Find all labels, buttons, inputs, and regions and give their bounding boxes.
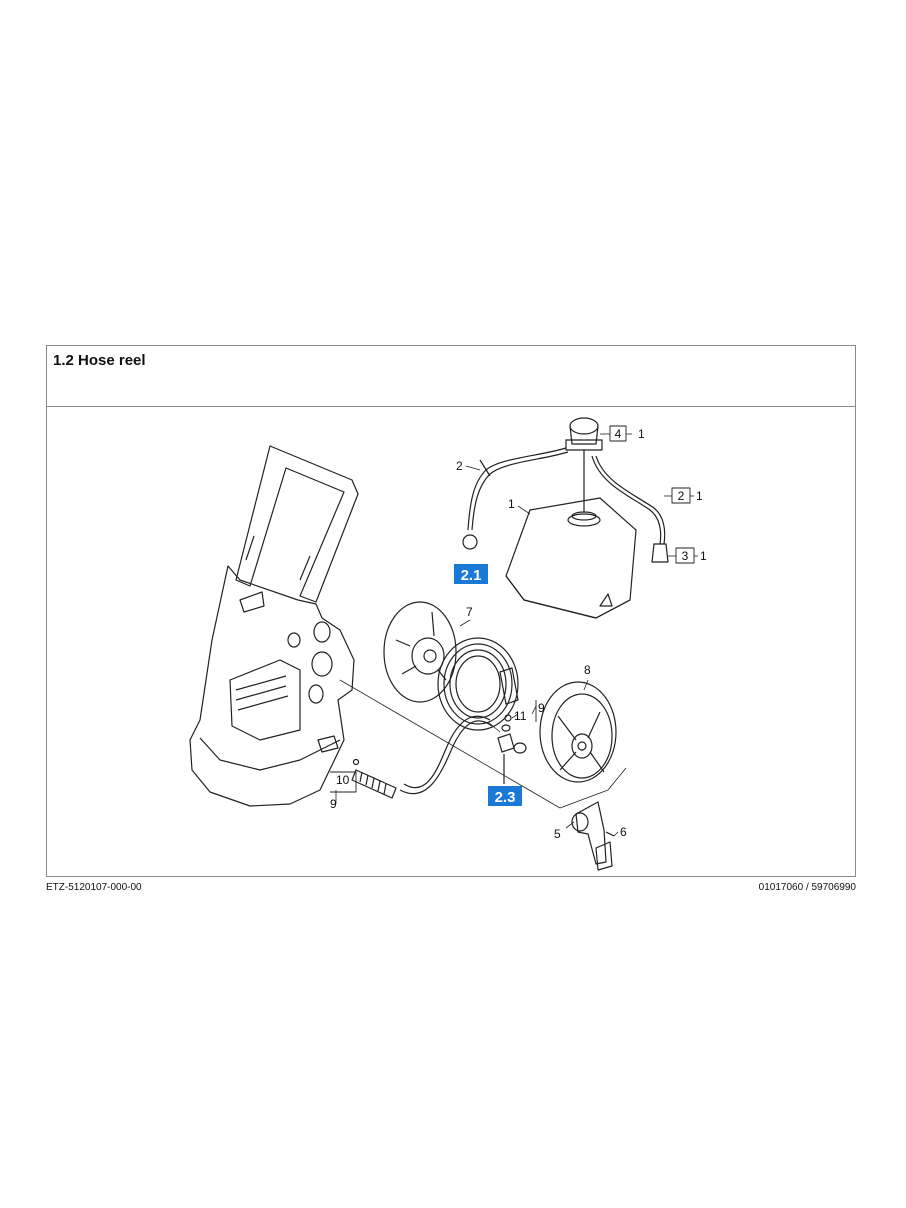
callout-screw: 6 bbox=[620, 825, 627, 839]
crank-handle bbox=[571, 801, 615, 871]
hose-drum-right bbox=[539, 681, 617, 783]
detergent-tank bbox=[505, 497, 637, 619]
callout-drum-right: 8 bbox=[584, 663, 591, 677]
callout-tank-cap-box: 4 bbox=[615, 427, 622, 441]
fittings bbox=[497, 714, 527, 784]
svg-text:2.1: 2.1 bbox=[461, 567, 482, 584]
washer-body bbox=[189, 445, 359, 807]
callout-tank-cap-qty: 1 bbox=[638, 427, 645, 441]
suction-hose-left bbox=[462, 447, 569, 550]
callout-hose-left: 2 bbox=[456, 459, 463, 473]
callout-oring: 11 bbox=[514, 709, 527, 723]
callout-nozzle-a: 10 bbox=[336, 773, 350, 787]
high-pressure-hose-assembly bbox=[351, 715, 493, 799]
assembly-lines bbox=[339, 679, 627, 809]
section-title: 1.2 Hose reel bbox=[53, 352, 146, 369]
callout-hose-right-box: 2 bbox=[678, 489, 685, 503]
callout-tank: 1 bbox=[508, 497, 515, 511]
diagram-frame: 1.2 Hose reel bbox=[46, 345, 856, 877]
callout-filter-box: 3 bbox=[682, 549, 689, 563]
part-numbers: 01017060 / 59706990 bbox=[758, 882, 856, 893]
callout-drum-left: 7 bbox=[466, 605, 473, 619]
reference-badge-2-1[interactable]: 2.1 bbox=[454, 564, 488, 584]
callout-crank: 5 bbox=[554, 827, 561, 841]
hose-drum-left bbox=[383, 601, 519, 731]
document-id: ETZ-5120107-000-00 bbox=[46, 882, 142, 893]
svg-text:2.3: 2.3 bbox=[495, 789, 516, 806]
callout-boxes bbox=[330, 425, 695, 793]
callout-leaders bbox=[335, 433, 698, 837]
callout-oring-b: 9 bbox=[538, 701, 545, 715]
callout-filter-qty: 1 bbox=[700, 549, 707, 563]
suction-hose-right bbox=[591, 455, 669, 563]
callout-nozzle-b: 9 bbox=[330, 797, 337, 811]
tank-cap bbox=[565, 417, 603, 512]
reference-badge-2-3[interactable]: 2.3 bbox=[488, 786, 522, 806]
callout-hose-right-qty: 1 bbox=[696, 489, 703, 503]
title-row: 1.2 Hose reel bbox=[47, 346, 855, 407]
